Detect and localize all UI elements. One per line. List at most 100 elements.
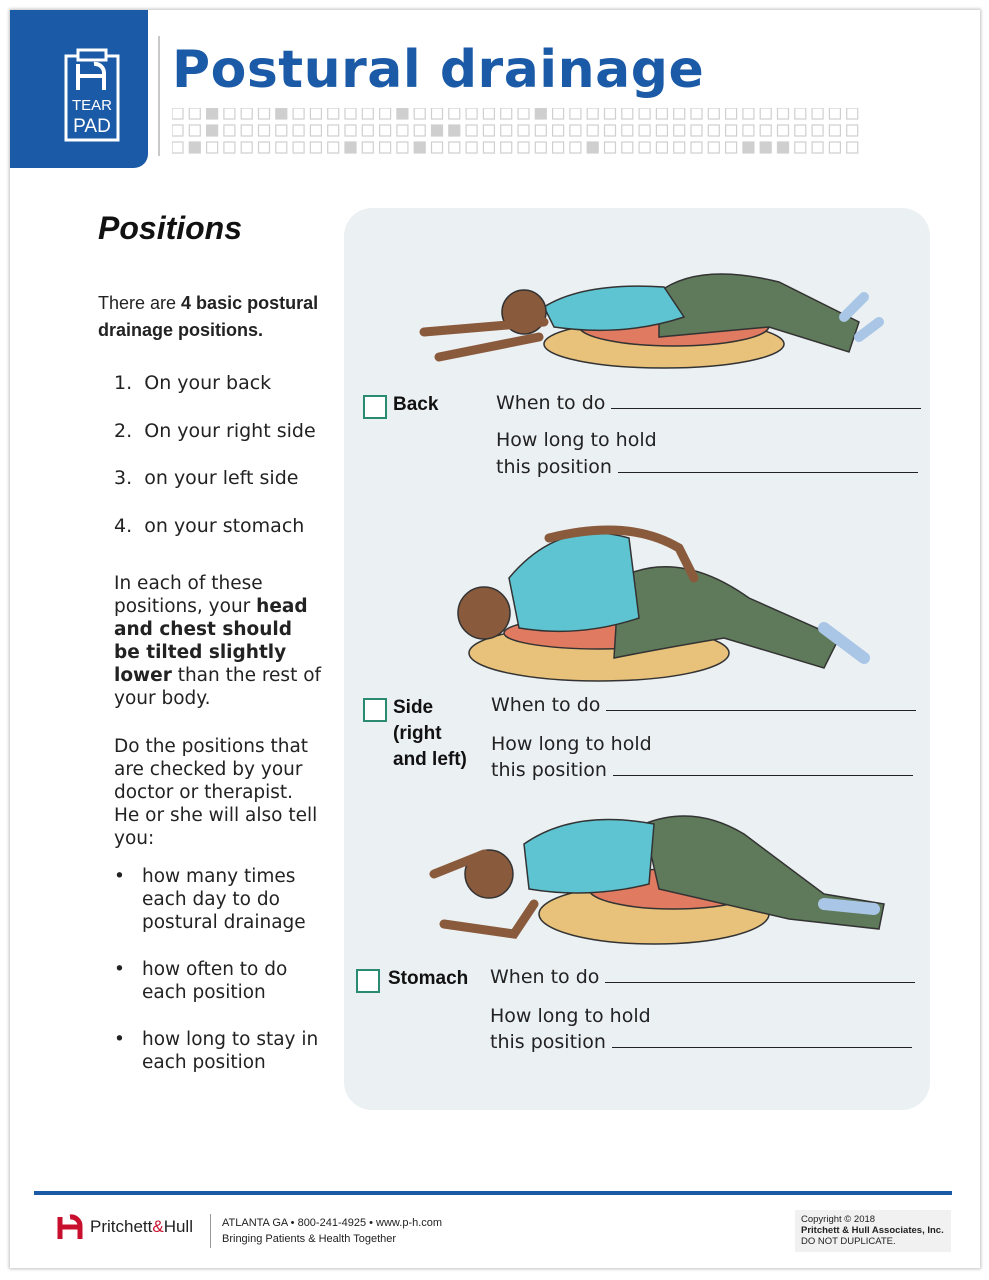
duration-blank-line[interactable]	[611, 1029, 912, 1048]
tear-pad-icon: TEAR PAD	[64, 48, 120, 142]
side-duration-label-1: How long to hold	[491, 733, 652, 755]
decorative-dot	[690, 124, 703, 137]
positions-panel: Back When to do How long to hold this po…	[344, 208, 930, 1110]
contact-line: ATLANTA GA • 800-241-4925 • www.p-h.com	[222, 1217, 443, 1229]
decorative-dot	[396, 141, 409, 154]
side-when-field[interactable]: When to do	[491, 692, 917, 718]
page-title: Postural drainage	[172, 40, 705, 100]
decorative-dot	[776, 141, 790, 154]
tagline: Bringing Patients & Health Together	[222, 1233, 397, 1245]
bullet-text: how long to stay in each position	[142, 1029, 319, 1073]
decorative-dot	[413, 141, 426, 154]
side-checkbox[interactable]	[363, 698, 387, 722]
list-text: On your back	[144, 372, 272, 394]
decorative-dot	[430, 108, 444, 120]
decorative-dot	[172, 141, 184, 154]
decorative-dot	[482, 108, 495, 120]
duration-blank-line[interactable]	[612, 757, 913, 776]
decorative-dot	[188, 141, 201, 154]
decorative-dot	[309, 124, 322, 137]
decorative-dot	[655, 141, 668, 154]
decorative-dot	[673, 141, 686, 154]
decorative-dot	[465, 141, 478, 154]
decorative-dot	[327, 124, 340, 137]
decorative-dot	[794, 108, 807, 120]
decorative-dot	[482, 141, 495, 154]
decorative-dot	[552, 141, 565, 154]
list-item: •how many times each day to do postural …	[114, 865, 334, 934]
copyright-line: DO NOT DUPLICATE.	[801, 1236, 896, 1247]
decorative-dot	[552, 108, 565, 120]
stomach-position-illustration	[429, 815, 885, 945]
tear-pad-logo: TEAR PAD	[10, 10, 148, 168]
when-blank-line[interactable]	[606, 692, 917, 711]
ph-logo-icon	[57, 1214, 83, 1239]
stomach-duration-label-1: How long to hold	[490, 1005, 651, 1027]
decorative-dot	[724, 108, 738, 120]
decorative-dot	[257, 124, 271, 137]
logo-text-tear: TEAR	[72, 97, 112, 114]
positions-text-column: Positions There are 4 basic postural dra…	[98, 210, 338, 1073]
decorative-dot	[517, 108, 530, 120]
decorative-dot	[655, 124, 668, 137]
stomach-checkbox[interactable]	[356, 969, 380, 993]
decorative-dot	[724, 124, 738, 137]
list-item: 2. On your right side	[114, 420, 334, 468]
stomach-duration-field[interactable]: this position	[490, 1029, 912, 1055]
decorative-dot	[292, 108, 305, 120]
back-checkbox[interactable]	[363, 395, 387, 419]
decorative-dot	[638, 108, 651, 120]
bullet-icon: •	[114, 1029, 125, 1050]
decorative-dot	[344, 141, 357, 154]
decorative-dot	[500, 108, 513, 120]
decorative-dot	[257, 141, 271, 154]
decorative-dot	[569, 124, 582, 137]
list-item: • how long to stay in each position	[114, 1028, 334, 1074]
decorative-dot	[327, 108, 340, 120]
decorative-dot	[275, 108, 288, 120]
doctor-instruction: Do the positions that are checked by you…	[114, 736, 318, 849]
side-label-line-1: Side	[393, 697, 434, 718]
decorative-dot	[205, 124, 219, 137]
decorative-dot	[327, 141, 340, 154]
list-number: 3.	[114, 467, 133, 489]
duration-blank-line[interactable]	[617, 454, 918, 473]
decorative-dot	[344, 108, 357, 120]
decorative-dot	[379, 124, 392, 137]
decorative-dot	[586, 141, 599, 154]
copyright-line: Pritchett & Hull Associates, Inc.	[801, 1225, 944, 1236]
decorative-dot	[552, 124, 565, 137]
decorative-dot	[707, 141, 720, 154]
decorative-dot	[621, 124, 634, 137]
back-duration-field[interactable]: this position	[496, 454, 918, 480]
side-duration-field[interactable]: this position	[491, 757, 913, 783]
brand-part: Pritchett	[90, 1217, 153, 1236]
duration-label: this position	[491, 759, 607, 781]
stomach-when-field[interactable]: When to do	[490, 964, 916, 990]
decorative-dot	[500, 141, 513, 154]
back-position-illustration	[419, 273, 884, 369]
decorative-dot	[188, 108, 201, 120]
decorative-dot	[448, 124, 461, 137]
when-blank-line[interactable]	[605, 964, 916, 983]
decorative-dot	[534, 108, 547, 120]
decorative-dot	[205, 141, 219, 154]
brand-part: Hull	[163, 1217, 193, 1236]
decorative-dot	[828, 141, 842, 154]
decorative-dot	[846, 141, 859, 154]
bullet-icon: •	[114, 959, 125, 980]
when-label: When to do	[496, 392, 606, 414]
decorative-dot	[621, 108, 634, 120]
decorative-dot	[430, 141, 444, 154]
decorative-dot	[759, 124, 772, 137]
para-text: In each of these positions, your	[114, 573, 263, 617]
decorative-dot	[707, 124, 720, 137]
when-blank-line[interactable]	[611, 390, 922, 409]
duration-label: this position	[490, 1031, 606, 1053]
decorative-dot	[275, 141, 288, 154]
decorative-dot	[638, 124, 651, 137]
side-label-line-2: (right	[393, 723, 442, 744]
decorative-dot	[569, 141, 582, 154]
decorative-dot	[379, 108, 392, 120]
back-when-field[interactable]: When to do	[496, 390, 922, 416]
